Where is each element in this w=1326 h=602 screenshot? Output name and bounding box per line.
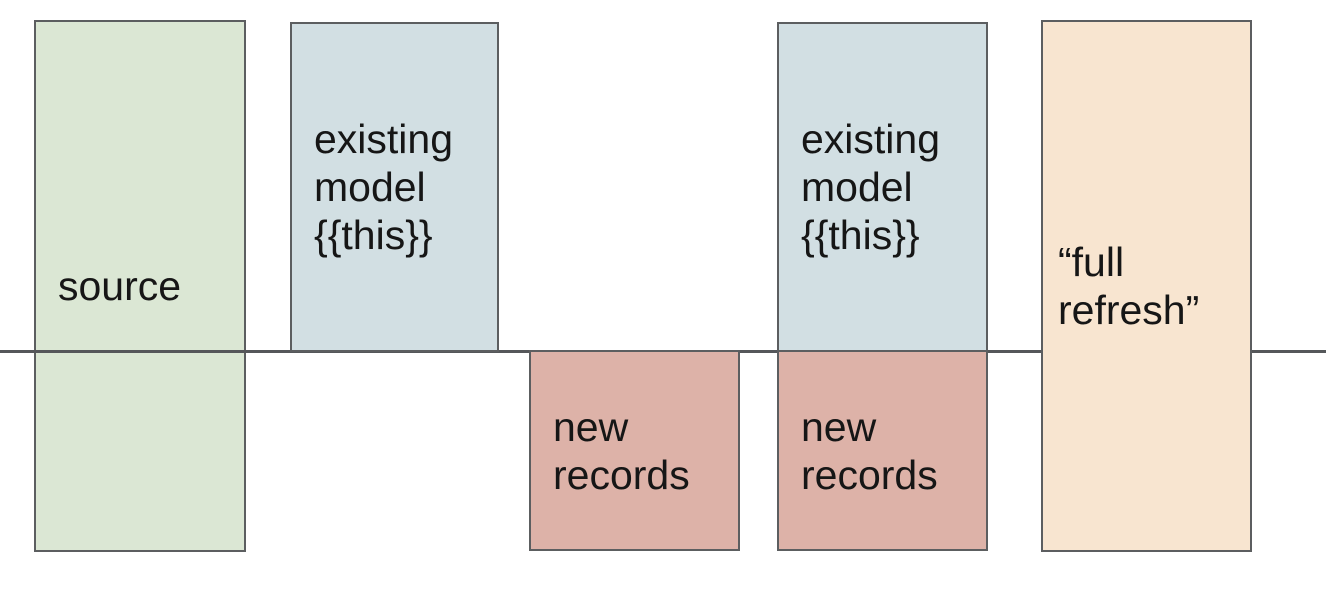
source-box: source (34, 20, 246, 552)
full-refresh-box: “full refresh” (1041, 20, 1252, 552)
new-records-label-2: new records (801, 403, 938, 498)
existing-model-label-1: existing model {{this}} (314, 116, 454, 258)
new-records-label-1: new records (553, 403, 690, 498)
full-refresh-label: “full refresh” (1058, 239, 1200, 333)
new-records-box-1: new records (529, 350, 740, 551)
existing-model-box-1: existing model {{this}} (290, 22, 499, 352)
existing-model-label-2: existing model {{this}} (801, 116, 941, 258)
source-label: source (58, 263, 182, 309)
new-records-box-2: new records (777, 350, 988, 551)
existing-model-box-2: existing model {{this}} (777, 22, 988, 352)
